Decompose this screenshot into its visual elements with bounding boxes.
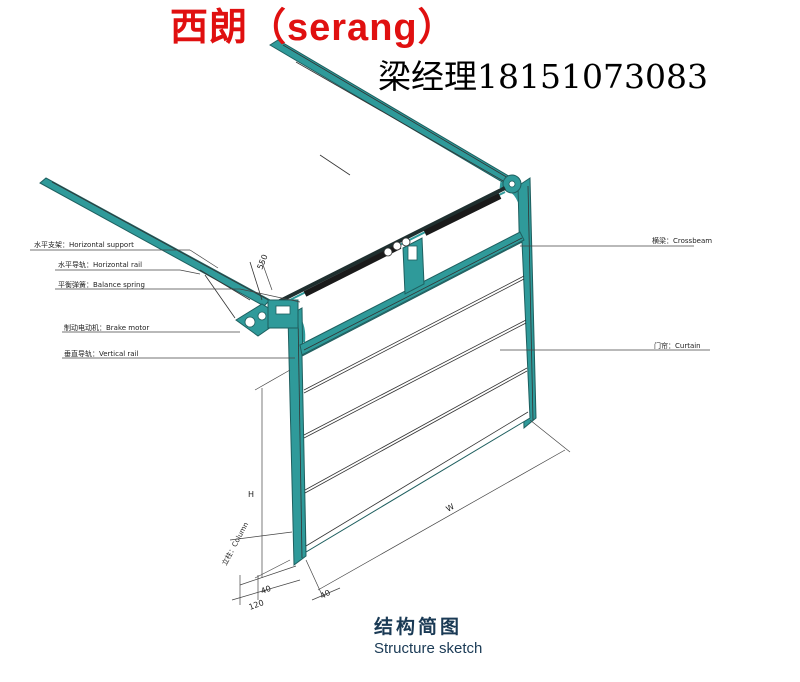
label-balance-spring: 平衡弹簧：Balance spring <box>58 280 145 289</box>
column-leader <box>229 531 293 541</box>
dim-width: W <box>445 502 456 514</box>
label-horizontal-rail: 水平导轨：Horizontal rail <box>58 260 142 269</box>
label-crossbeam: 横梁：Crossbeam <box>652 236 712 245</box>
width-dimension <box>305 419 571 596</box>
brand-title: 西朗（serang） <box>170 7 457 49</box>
label-vertical-rail: 垂直导轨：Vertical rail <box>64 349 139 358</box>
caption-title-en: Structure sketch <box>374 640 483 657</box>
height-dimension <box>254 369 291 579</box>
brake-motor <box>235 299 299 337</box>
dim-120: 120 <box>248 598 265 612</box>
label-column: 立柱：Column <box>220 520 250 566</box>
right-horizontal-rail <box>269 39 521 187</box>
label-brake-motor: 制动电动机：Brake motor <box>64 323 149 332</box>
horizontal-support-braces <box>199 154 351 319</box>
centre-bracket <box>383 237 425 295</box>
label-horizontal-support: 水平支架：Horizontal support <box>34 240 134 249</box>
curtain-panels <box>301 241 531 553</box>
dim-height: H <box>248 490 254 499</box>
label-curtain: 门帘：Curtain <box>654 341 701 350</box>
dim-550-line <box>261 261 273 291</box>
contact-line: 梁经理18151073083 <box>378 57 708 96</box>
bottom-dimensions <box>231 565 341 605</box>
caption-title-cn: 结构简图 <box>374 616 463 638</box>
leader-lines-left <box>30 249 301 359</box>
dim-40-left: 40 <box>260 584 273 596</box>
crossbeam <box>299 231 525 356</box>
dim-550: 550 <box>256 253 270 271</box>
dim-40-right: 40 <box>319 588 332 601</box>
leader-lines-right <box>500 245 710 351</box>
